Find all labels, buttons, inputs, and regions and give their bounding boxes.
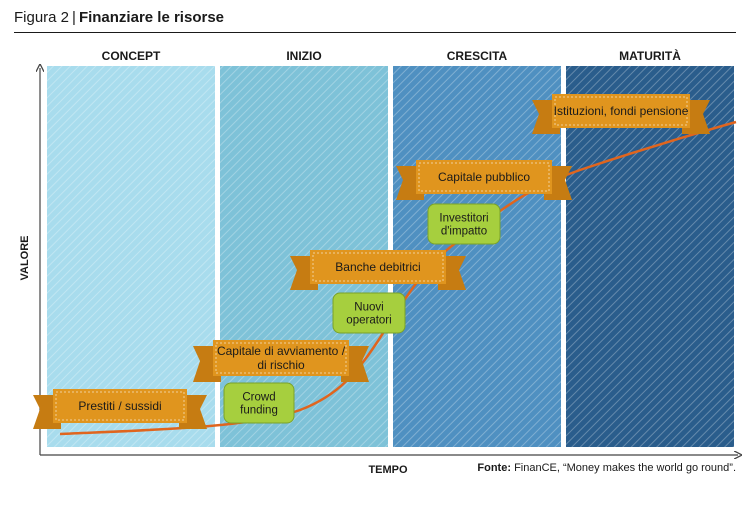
green-box-text-line: Crowd [242,392,275,404]
green-box-text-line: Nuovi [354,302,383,314]
source-text: FinanCE, “Money makes the world go round… [514,462,736,474]
funding-ribbon-banche-debitrici: Banche debitrici [290,250,466,290]
ribbon-text-line: Banche debitrici [335,260,420,274]
funding-ribbon-prestiti-sussidi: Prestiti / sussidi [33,389,207,429]
phase-label-crescita: CRESCITA [447,49,508,63]
funding-ribbon-istituzioni-fondi-pensione: Istituzioni, fondi pensione [532,94,710,134]
heading-rule [14,32,736,33]
funding-ribbon-capitale-di-avviamento-di-rischio: Capitale di avviamento /di rischio [193,340,369,382]
y-axis-label: VALORE [19,235,31,280]
ribbon-text-line: Prestiti / sussidi [78,399,161,413]
source-label: Fonte: [477,462,511,474]
heading-separator: | [72,9,76,26]
phase-label-inizio: INIZIO [286,49,321,63]
phase-label-maturita: MATURITÀ [619,48,681,63]
ribbon-text-line: Istituzioni, fondi pensione [554,104,689,118]
funding-ribbon-capitale-pubblico: Capitale pubblico [396,160,572,200]
green-box-text-line: operatori [346,315,391,327]
ribbon-text-line: Capitale di avviamento / [217,344,346,358]
figure-number: Figura 2 [14,9,70,26]
source-note: Fonte: FinanCE, “Money makes the world g… [477,462,736,474]
green-box-text-line: funding [240,405,278,417]
x-axis-label: TEMPO [368,464,408,476]
figure-heading: Figura 2|Finanziare le risorse [14,9,224,26]
green-box-text-line: d'impatto [441,226,487,238]
figure-title: Finanziare le risorse [78,9,225,26]
phase-column-concept [47,66,215,447]
ribbon-text-line: Capitale pubblico [438,170,530,184]
ribbon-text-line: di rischio [257,358,305,372]
phase-label-concept: CONCEPT [102,49,161,63]
green-box-text-line: Investitori [439,213,488,225]
